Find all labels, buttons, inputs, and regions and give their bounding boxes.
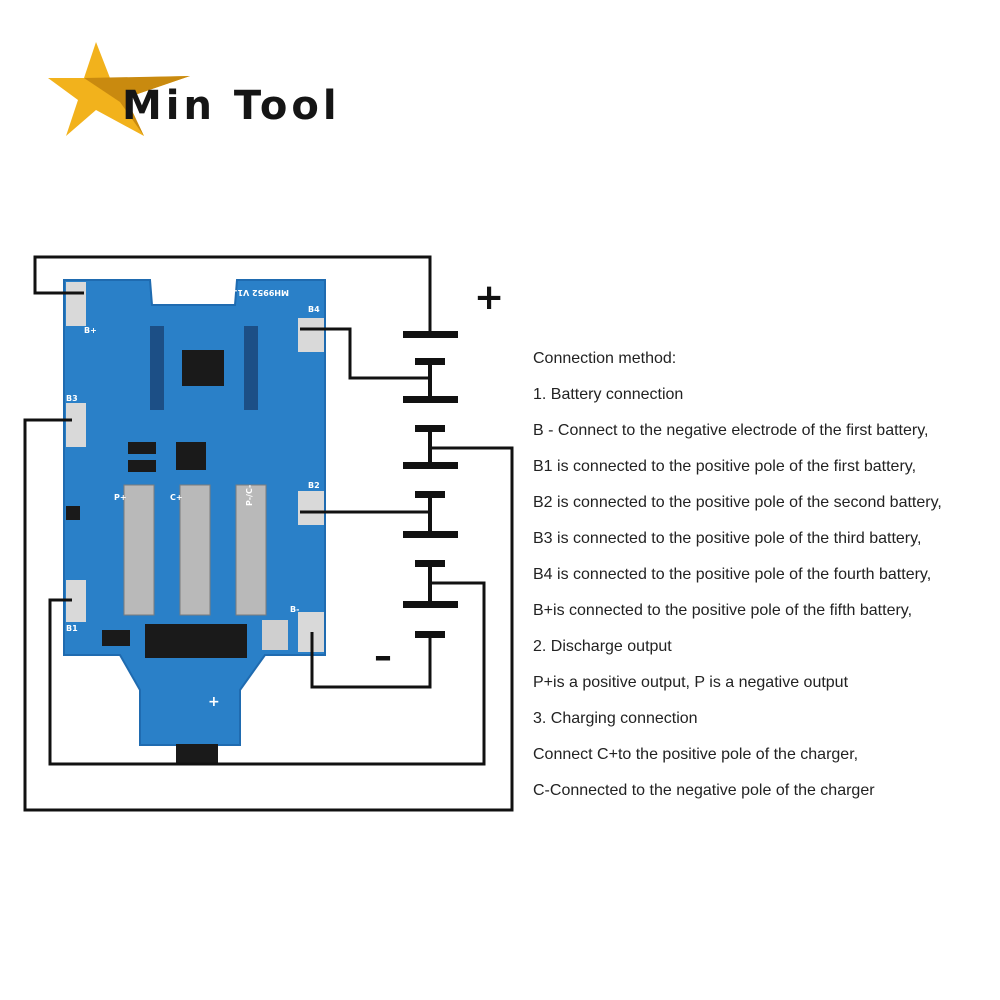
pcb-led: [66, 506, 80, 520]
pad-b-plus: [66, 282, 86, 326]
pad-b3: [66, 403, 86, 447]
pcb-transistor-1: [128, 442, 156, 454]
instruction-line: B+is connected to the positive pole of t…: [533, 602, 913, 619]
cell-5-negative: [415, 631, 445, 638]
instruction-heading: Connection method:: [533, 350, 677, 367]
wire-b4: [300, 327, 430, 380]
terminal-label-c-plus: C+: [170, 493, 183, 502]
cell-3-negative: [415, 491, 445, 498]
wire-b-plus: [33, 255, 432, 333]
terminal-c-plus: [179, 484, 211, 616]
battery-plus-sign: +: [474, 277, 504, 318]
instruction-line: B1 is connected to the positive pole of …: [533, 458, 917, 475]
instruction-line: 2. Discharge output: [533, 638, 672, 655]
pcb-silkscreen-model: MH9952 V1.1: [228, 288, 289, 297]
wire-b-minus: [310, 632, 432, 689]
instruction-line: P+is a positive output, P is a negative …: [533, 674, 849, 691]
cell-1-positive: [403, 331, 458, 338]
instruction-line: C-Connected to the negative pole of the …: [533, 782, 875, 799]
cell-2-positive: [403, 396, 458, 403]
cell-1-negative: [415, 358, 445, 365]
terminal-p-plus: [123, 484, 155, 616]
pcb-mosfet-1: [145, 624, 179, 658]
pcb-mosfet-2: [179, 624, 213, 658]
logo-star-shadow-icon: [84, 76, 190, 136]
instruction-line: Connect C+to the positive pole of the ch…: [533, 746, 859, 763]
instruction-line: B2 is connected to the positive pole of …: [533, 494, 942, 511]
pcb-label-b-plus: B+: [84, 326, 97, 335]
pcb-small-ic: [176, 442, 206, 470]
pcb-header-right: [244, 326, 258, 410]
cell-link-3: [428, 498, 432, 531]
pcb-header-left: [150, 326, 164, 410]
cell-link-4: [428, 567, 432, 601]
pad-b1: [66, 580, 86, 622]
pcb-main-ic: [182, 350, 224, 386]
cell-4-positive: [403, 531, 458, 538]
cell-3-positive: [403, 462, 458, 469]
pcb-capacitor: [262, 620, 288, 650]
pcb-mosfet-3: [213, 624, 247, 658]
connector-plus-mark: +: [208, 694, 220, 710]
pcb-label-b2: B2: [308, 481, 320, 490]
pad-b4: [298, 318, 324, 352]
pcb-label-b1: B1: [66, 624, 78, 633]
cell-link-2: [428, 432, 432, 462]
pcb-label-b3: B3: [66, 394, 78, 403]
cell-link-1: [428, 365, 432, 396]
cell-4-negative: [415, 560, 445, 567]
pcb-diode: [102, 630, 130, 646]
wire-b1: [48, 581, 486, 766]
cell-2-negative: [415, 425, 445, 432]
pad-b2: [298, 491, 324, 525]
connection-instructions: Connection method: 1. Battery connection…: [533, 341, 998, 809]
pcb-transistor-2: [128, 460, 156, 472]
terminal-label-p-plus: P+: [114, 493, 127, 502]
instruction-line: B - Connect to the negative electrode of…: [533, 422, 929, 439]
battery-pack-symbol: + –: [374, 277, 504, 677]
cell-5-positive: [403, 601, 458, 608]
wires: [23, 255, 514, 812]
terminal-label-p-minus: P-/C-: [245, 485, 254, 506]
brand-logo: [48, 42, 190, 136]
pcb-label-b4: B4: [308, 305, 320, 314]
battery-minus-sign: –: [374, 636, 392, 677]
bms-pcb-board: B+ B3 B1 B4 B2 B- MH9952 V1.1 P+ C+ P-/C…: [63, 279, 326, 764]
instruction-line: 1. Battery connection: [533, 386, 684, 403]
wire-b3: [23, 418, 514, 812]
instruction-line: 3. Charging connection: [533, 710, 698, 727]
instruction-line: B4 is connected to the positive pole of …: [533, 566, 932, 583]
pcb-output-connector: [176, 744, 218, 764]
pcb-label-b-minus: B-: [290, 605, 299, 614]
terminal-p-minus: [235, 484, 267, 616]
instruction-line: B3 is connected to the positive pole of …: [533, 530, 922, 547]
logo-text: Min Tool: [122, 83, 341, 129]
